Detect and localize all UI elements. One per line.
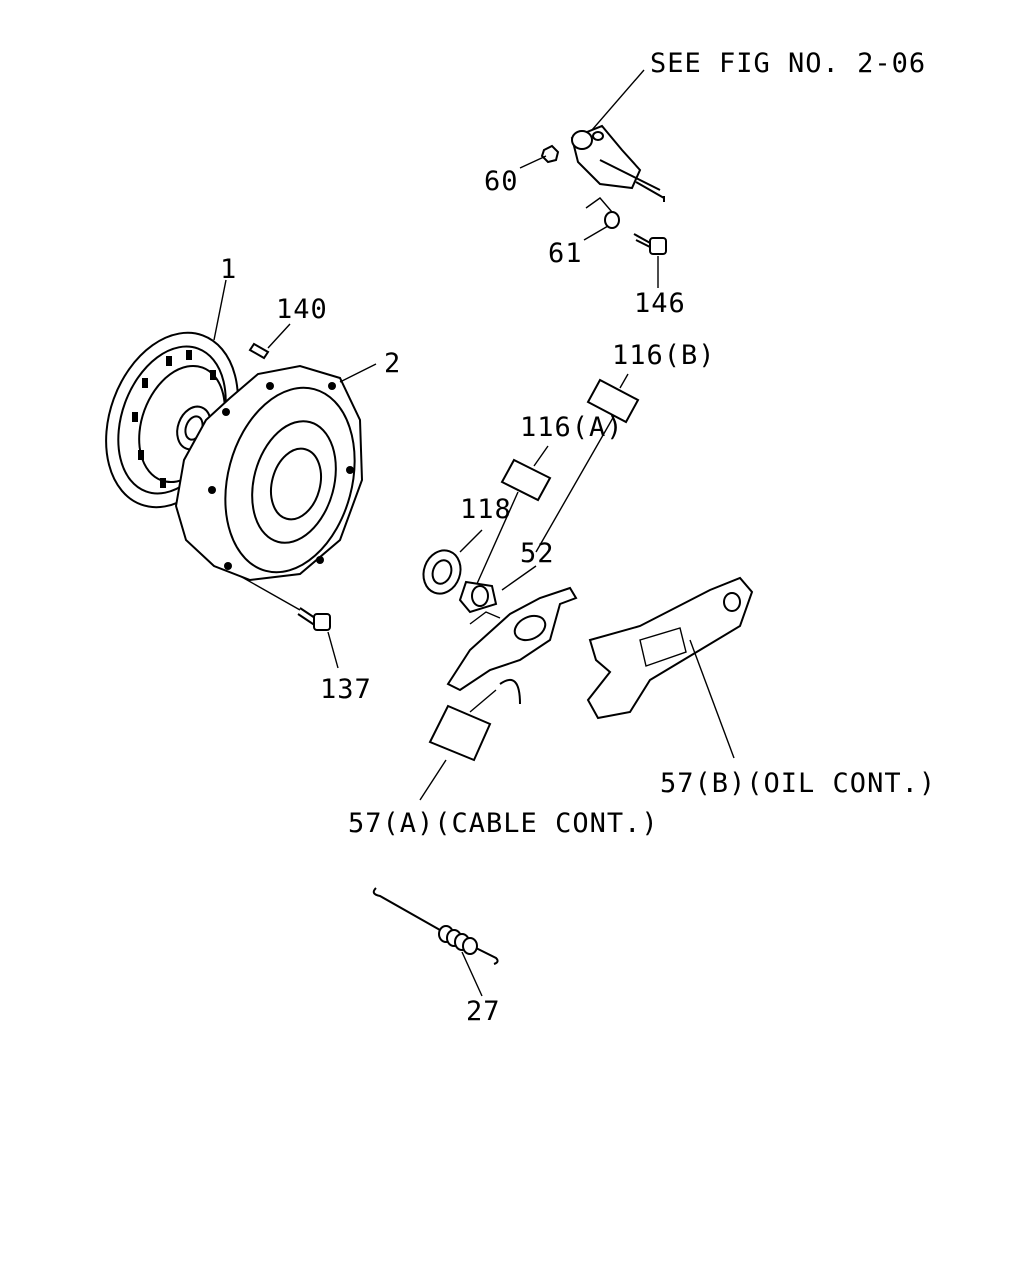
part-label-137: 137 bbox=[320, 674, 372, 705]
part-label-118: 118 bbox=[460, 494, 512, 525]
slave-cylinder-part bbox=[570, 124, 665, 202]
bolt-part-137 bbox=[239, 575, 339, 669]
grease-callout-116a bbox=[475, 445, 552, 587]
washer-part-61 bbox=[583, 197, 620, 241]
part-label-2: 2 bbox=[384, 348, 401, 379]
part-label-116a: 116(A) bbox=[520, 412, 624, 443]
release-fork-oil-part bbox=[586, 576, 754, 759]
part-label-57b: 57(B)(OIL CONT.) bbox=[660, 768, 936, 799]
part-label-1: 1 bbox=[220, 254, 237, 285]
leader-2 bbox=[339, 363, 377, 383]
pressure-plate-part bbox=[174, 364, 364, 582]
part-label-140: 140 bbox=[276, 294, 328, 325]
part-label-57a: 57(A)(CABLE CONT.) bbox=[348, 808, 659, 839]
bolt-part-146 bbox=[633, 233, 667, 288]
part-label-27: 27 bbox=[466, 996, 501, 1027]
pin-part-140 bbox=[248, 323, 291, 360]
reference-note-label: SEE FIG NO. 2-06 bbox=[650, 48, 926, 79]
grease-callout-116b bbox=[535, 373, 640, 553]
release-bearing-part bbox=[422, 529, 498, 614]
return-spring-part bbox=[372, 887, 499, 997]
nut-part-60 bbox=[519, 144, 560, 169]
part-label-52: 52 bbox=[520, 538, 555, 569]
part-label-60: 60 bbox=[484, 166, 519, 197]
leader-1 bbox=[213, 279, 227, 341]
release-fork-cable-part bbox=[446, 565, 578, 705]
part-label-116b: 116(B) bbox=[612, 340, 716, 371]
reference-leader bbox=[591, 69, 645, 131]
grease-callout-57a bbox=[419, 689, 497, 801]
part-label-61: 61 bbox=[548, 238, 583, 269]
part-label-146: 146 bbox=[634, 288, 686, 319]
